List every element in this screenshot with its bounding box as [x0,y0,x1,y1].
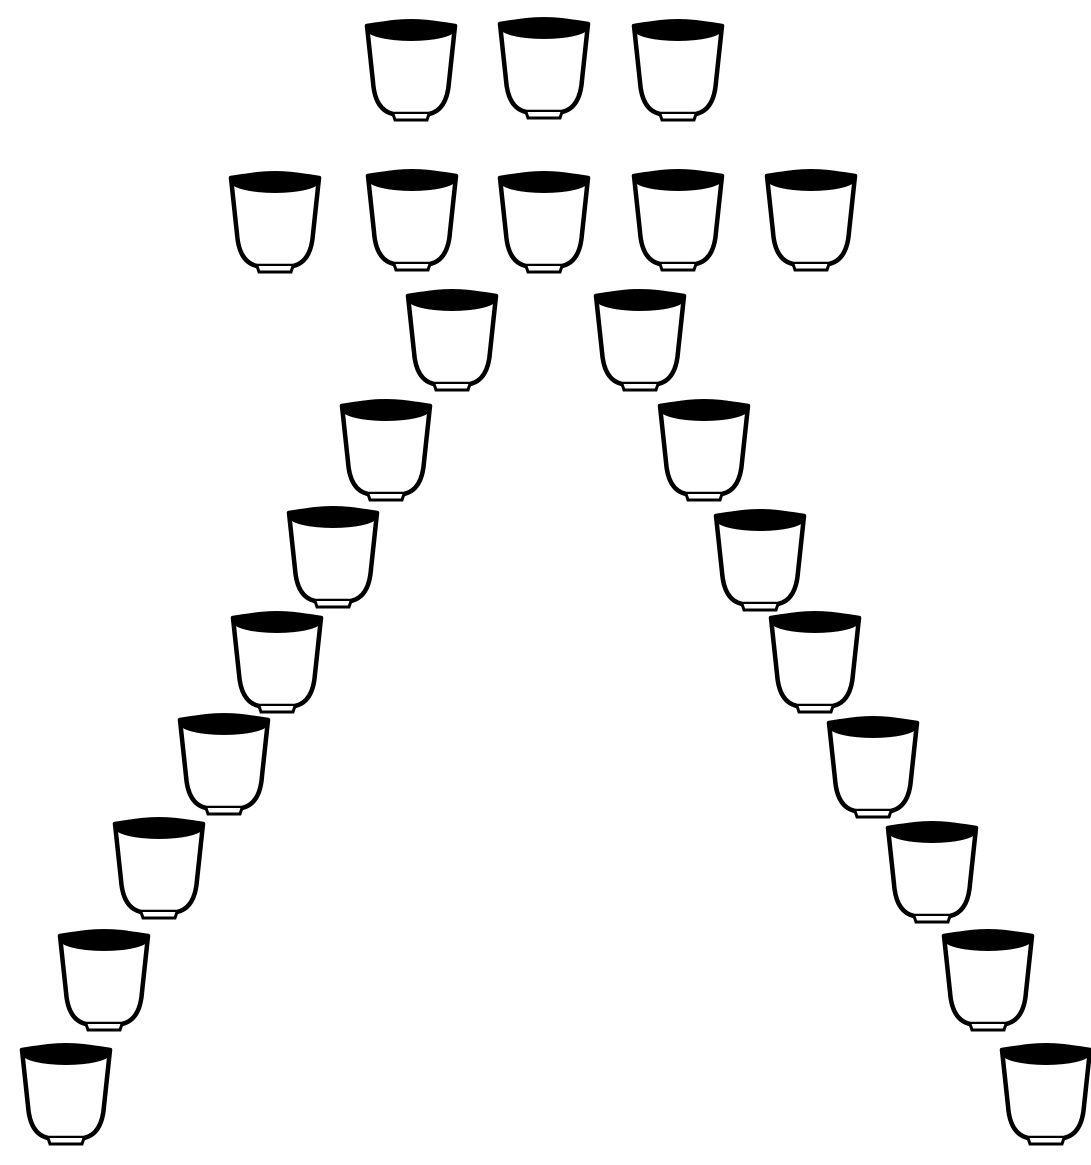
cup-icon [634,169,722,270]
cup-icon [233,611,321,712]
cup-icon [500,171,588,272]
cup-icon [716,509,804,610]
cup-icon [289,506,377,607]
cup-icon [1002,1043,1090,1144]
cup-icon [634,19,722,120]
cup-icon [660,399,748,500]
cup-icon [180,713,268,814]
cup-icon [368,169,456,270]
cup-icon [22,1043,110,1144]
cup-icon [771,611,859,712]
cup-icon [596,289,684,390]
cup-icon [231,171,319,272]
cup-icon [408,289,496,390]
cup-icon [367,19,455,120]
cup-icon [342,399,430,500]
cup-icon [500,17,588,118]
cups-layer [22,17,1090,1144]
cup-icon [60,929,148,1030]
cup-icon [115,817,203,918]
cup-icon [767,169,855,270]
cup-icon [888,821,976,922]
cup-icon [829,716,917,817]
cup-icon [944,929,1032,1030]
